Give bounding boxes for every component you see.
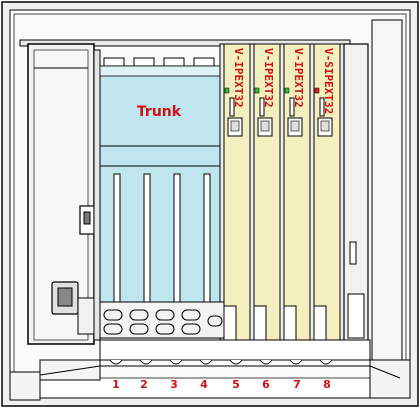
left-rail — [93, 49, 101, 341]
card-label-slot-5: V-IPEXT32 — [232, 48, 245, 108]
extension-card-7 — [283, 43, 311, 361]
card-led — [254, 87, 260, 94]
card-led — [314, 87, 320, 94]
slot-number: 8 — [323, 378, 331, 391]
extension-card-6 — [253, 43, 281, 361]
slot-number: 2 — [140, 378, 148, 391]
card-led — [284, 87, 290, 94]
slot-number: 1 — [112, 378, 120, 391]
slot-number: 4 — [200, 378, 208, 391]
slot-number: 3 — [170, 378, 178, 391]
card-label-slot-8: V-SIPEXT32 — [322, 48, 335, 115]
cable-comb — [99, 301, 225, 339]
cable-hooks — [109, 359, 333, 365]
trunk-label: Trunk — [136, 104, 182, 120]
slot-number: 6 — [262, 378, 270, 391]
right-side-panel — [343, 19, 403, 371]
slot-number: 7 — [293, 378, 301, 391]
card-label-slot-7: V-IPEXT32 — [292, 48, 305, 108]
slot-number: 5 — [232, 378, 240, 391]
top-rail — [19, 39, 351, 47]
card-label-slot-6: V-IPEXT32 — [262, 48, 275, 108]
power-supply-unit — [27, 43, 95, 345]
card-led — [224, 87, 230, 94]
bottom-tray — [19, 339, 411, 399]
